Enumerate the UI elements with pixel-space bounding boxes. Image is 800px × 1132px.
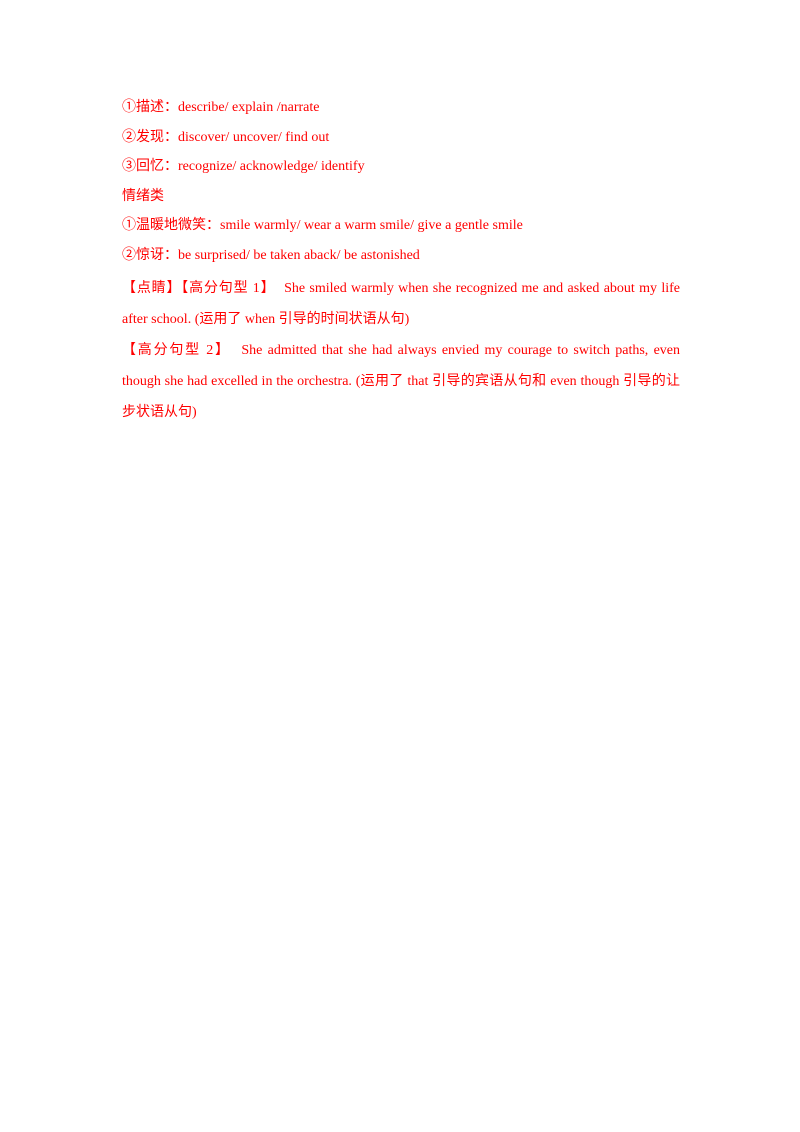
highlight-tag-2: 【高分句型 2】 [122,343,231,358]
highlight-sentence-1: 【点睛】【高分句型 1】 She smiled warmly when she … [122,273,680,335]
highlight-text-2: She admitted that she had always envied … [122,343,681,420]
vocab-line-discover: ②发现：discover/ uncover/ find out [122,129,330,145]
document-content: ①描述：describe/ explain /narrate ②发现：disco… [122,96,680,428]
vocab-line-smile: ①温暖地微笑：smile warmly/ wear a warm smile/ … [122,218,523,233]
highlight-text-1: She smiled warmly when she recognized me… [122,281,680,327]
vocab-line-describe: ①描述：describe/ explain /narrate [122,100,320,115]
section-heading-emotion: 情绪类 [122,188,164,204]
highlight-tag-1: 【点睛】【高分句型 1】 [122,281,276,296]
highlight-sentence-2: 【高分句型 2】 She admitted that she had alway… [122,335,680,428]
vocab-line-recall: ③回忆：recognize/ acknowledge/ identify [122,159,365,174]
vocab-line-surprise: ②惊讶：be surprised/ be taken aback/ be ast… [122,247,420,263]
